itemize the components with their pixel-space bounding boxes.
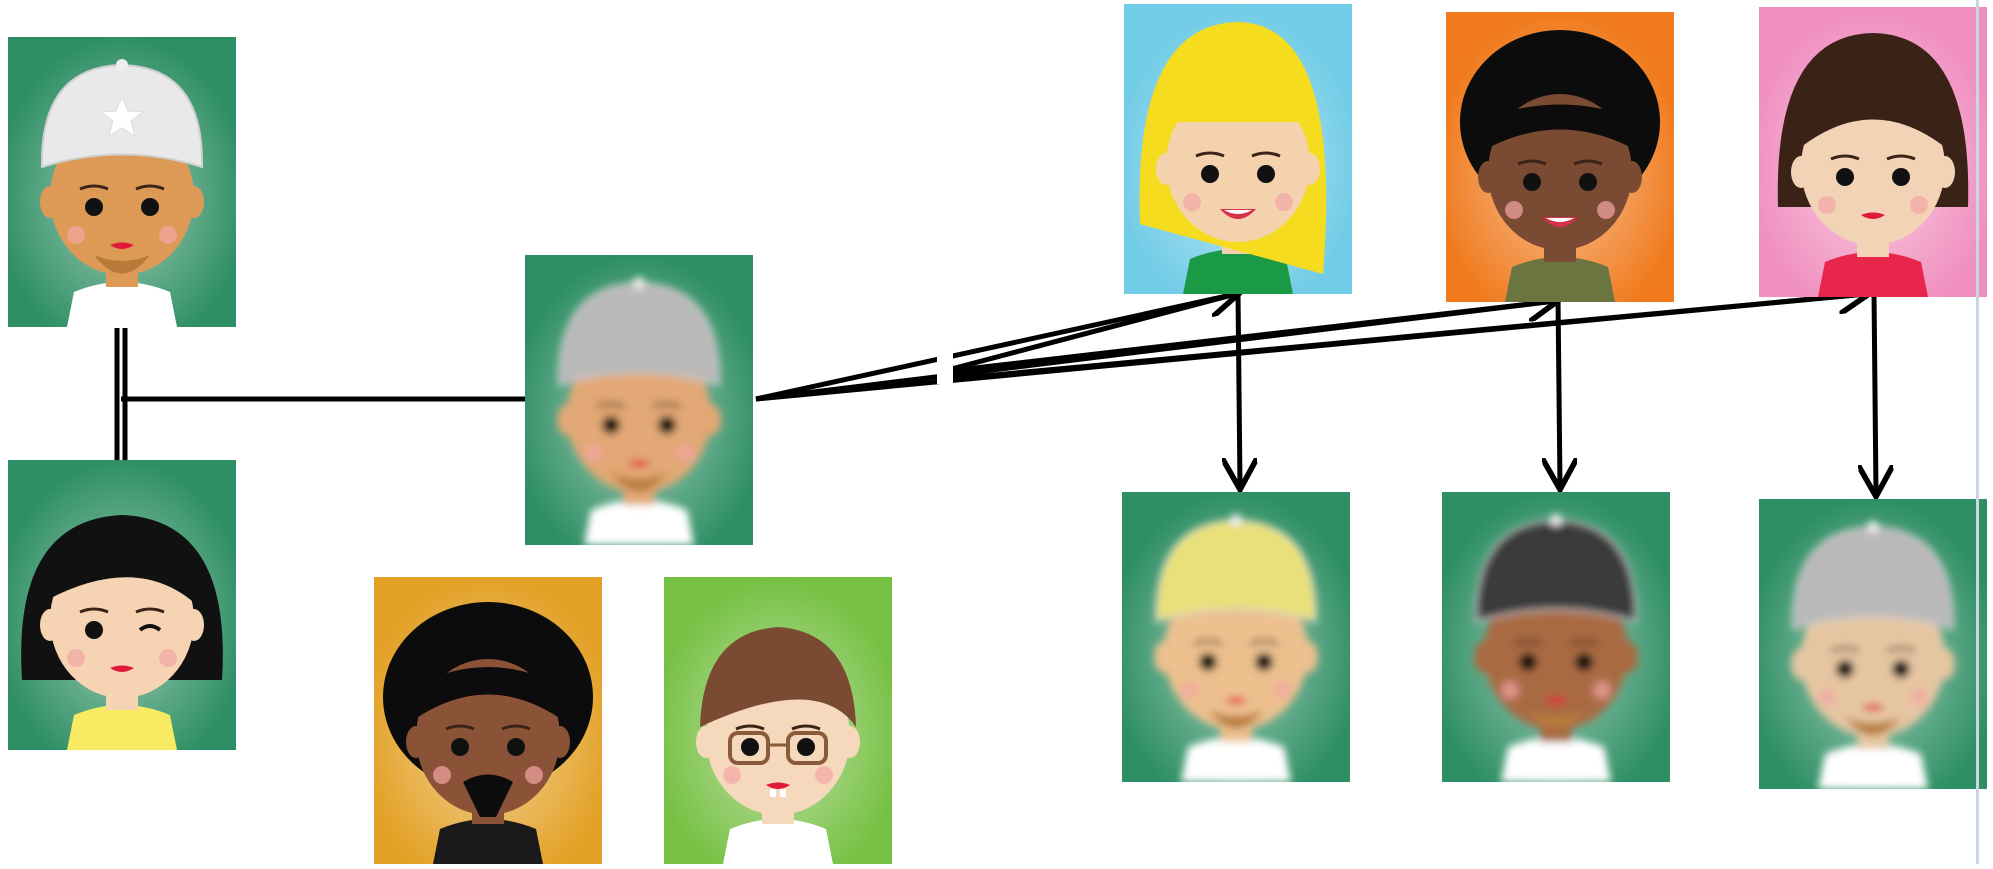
woman-blonde-hair-icon (1124, 4, 1352, 294)
woman-afro-icon (1446, 12, 1674, 302)
down-arrow-3 (1874, 291, 1876, 493)
fan-line-3b (939, 291, 1867, 383)
fan-line-1b (939, 291, 1237, 375)
result-face-brunette-icon (1759, 499, 1987, 789)
connectors (114, 291, 1876, 493)
woman-black-hair-icon (8, 460, 236, 750)
result-face-blonde-icon (1122, 492, 1350, 782)
man-with-cap-icon (8, 37, 236, 327)
man-afro-icon (374, 577, 602, 864)
right-edge-line (1976, 0, 1979, 864)
down-arrow-1 (1238, 291, 1240, 486)
blended-face-icon (525, 255, 753, 545)
fan-break-mark (937, 352, 953, 384)
fan-line-1 (755, 294, 1236, 402)
fan-line-2b (939, 298, 1556, 375)
result-face-afro-icon (1442, 492, 1670, 782)
woman-brown-hair-icon (1759, 7, 1987, 297)
man-glasses-icon (664, 577, 892, 864)
down-arrow-2 (1558, 297, 1560, 486)
avatars-layer (8, 4, 1987, 864)
